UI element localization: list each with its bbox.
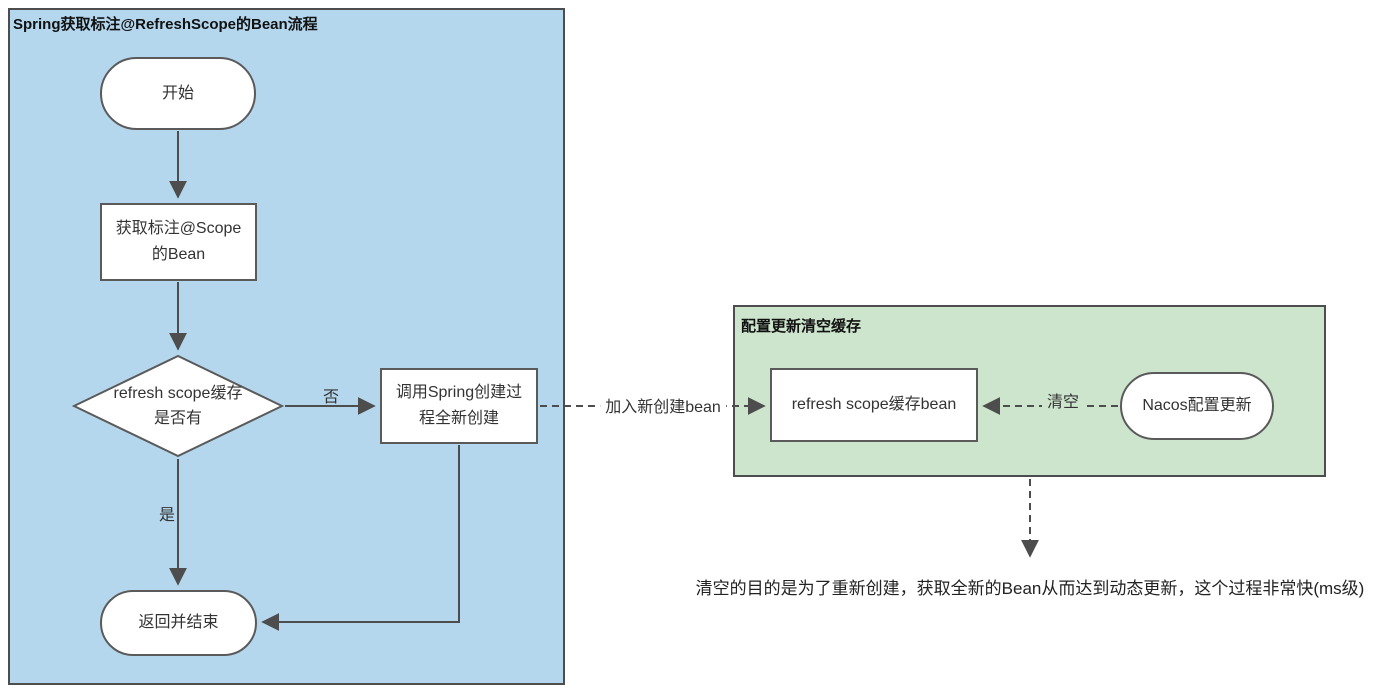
note-text: 清空的目的是为了重新创建，获取全新的Bean从而达到动态更新，这个过程非常快(m…	[695, 579, 1365, 598]
node-cache-bean-label: refresh scope缓存bean	[791, 396, 957, 413]
group-spring-flow-title: Spring获取标注@RefreshScope的Bean流程	[13, 16, 318, 33]
node-start-label: 开始	[161, 84, 194, 102]
node-cache-check-line1: refresh scope缓存	[113, 385, 243, 402]
edge-label-clear: 清空	[1041, 388, 1085, 412]
edge-label-no: 否	[322, 389, 340, 406]
diamond-shape	[72, 354, 284, 458]
node-nacos: Nacos配置更新	[1120, 372, 1274, 440]
node-get-bean: 获取标注@Scope 的Bean	[100, 203, 257, 281]
node-get-bean-line2: 的Bean	[151, 246, 206, 263]
group-config-refresh-title: 配置更新清空缓存	[741, 318, 862, 335]
node-end-label: 返回并结束	[138, 614, 219, 631]
node-start: 开始	[100, 57, 256, 130]
group-spring-flow	[8, 8, 565, 685]
node-get-bean-line1: 获取标注@Scope	[115, 220, 242, 237]
node-create-bean-line2: 程全新创建	[418, 410, 499, 427]
node-cache-check: refresh scope缓存 是否有	[72, 354, 284, 458]
node-cache-check-text: refresh scope缓存 是否有	[72, 354, 284, 458]
edge-label-add-bean: 加入新创建bean	[600, 393, 726, 417]
node-nacos-label: Nacos配置更新	[1142, 397, 1252, 414]
node-end: 返回并结束	[100, 590, 257, 656]
node-create-bean: 调用Spring创建过 程全新创建	[380, 368, 538, 444]
edge-label-yes: 是	[158, 507, 176, 524]
node-create-bean-line1: 调用Spring创建过	[395, 384, 523, 401]
node-cache-check-line2: 是否有	[153, 410, 202, 427]
node-cache-bean: refresh scope缓存bean	[770, 368, 978, 442]
